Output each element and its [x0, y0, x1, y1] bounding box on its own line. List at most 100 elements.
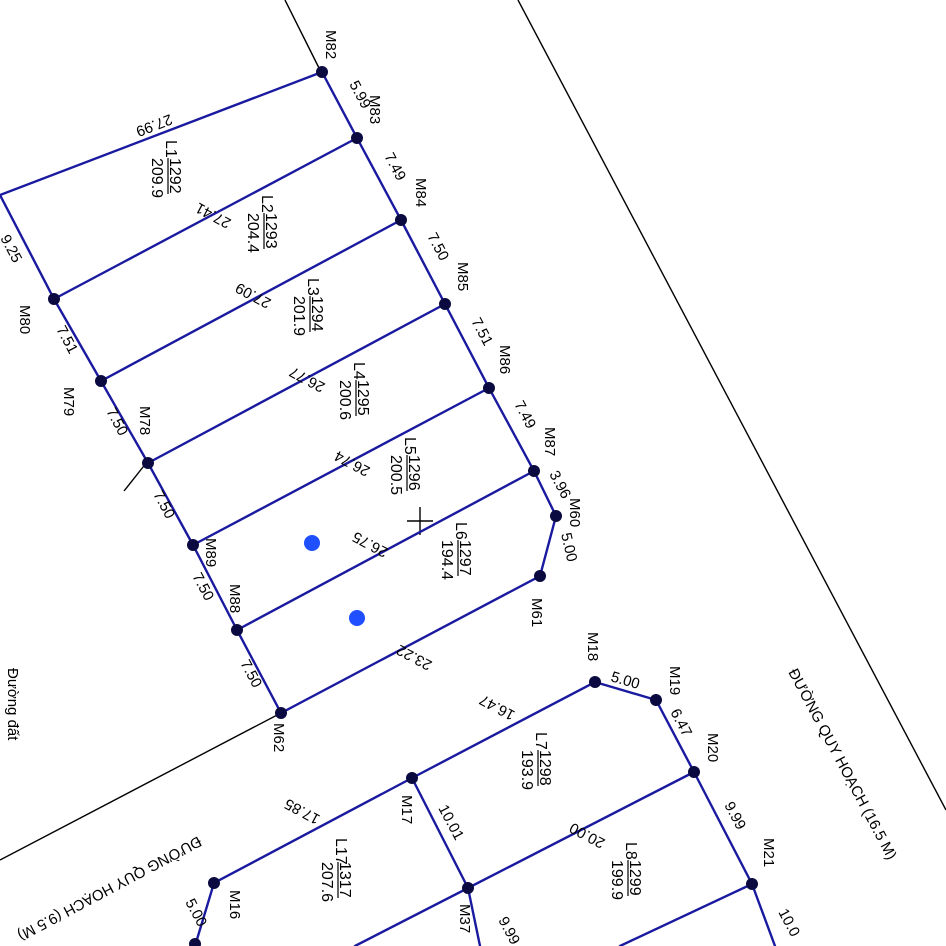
point-label: M79	[60, 387, 77, 416]
lot-divider	[146, 302, 447, 465]
point-label: M87	[541, 427, 558, 456]
lot-area: 209.9	[148, 158, 165, 198]
lot-divider	[191, 386, 491, 547]
point-label: M61	[528, 598, 545, 627]
road-name-side: ĐƯỜNG QUY HOẠCH (9.5 M)	[15, 832, 204, 943]
vertex-point	[48, 293, 60, 305]
dimension-label: 5.00	[609, 669, 642, 693]
road-name-main: ĐƯỜNG QUY HOẠCH (16.5 M)	[784, 666, 899, 863]
dimension-label: 16.47	[477, 691, 518, 724]
road-boundary-line	[123, 461, 148, 492]
dimension-label: 9.99	[720, 799, 749, 833]
block-outline-upper	[0, 70, 558, 715]
vertex-point	[406, 772, 418, 784]
vertex-point	[589, 676, 601, 688]
lot-area: 193.9	[518, 750, 535, 790]
location-marker[interactable]	[304, 535, 320, 551]
dimension-label: 27.41	[193, 199, 234, 232]
lot-parcel: 1293	[262, 213, 279, 249]
lot-parcel: 1294	[308, 296, 325, 332]
dimension-label: 26.77	[287, 363, 328, 396]
dimension-label: 7.51	[467, 315, 496, 349]
lot-parcel: 1317	[336, 862, 353, 898]
lot-name: L5	[401, 437, 418, 455]
lot-name: L6	[452, 522, 469, 540]
point-label: M80	[16, 305, 33, 334]
dimension-label: 26.75	[350, 528, 391, 561]
dimension-label: 7.51	[52, 323, 81, 357]
dimension-label: 5.00	[557, 531, 580, 563]
vertex-point	[351, 132, 363, 144]
lot-area: 200.5	[387, 455, 404, 495]
lot-area: 194.4	[438, 540, 455, 580]
lot-label-L4: L4 1295 200.6	[336, 362, 371, 420]
lot-divider	[466, 770, 696, 890]
lot-divider	[353, 886, 470, 946]
vertex-point	[142, 457, 154, 469]
lot-name: L3	[304, 278, 321, 296]
lot-label-L7: L7 1298 193.9	[518, 732, 553, 790]
dimension-label: 7.50	[188, 570, 217, 604]
vertex-point	[746, 878, 758, 890]
dimension-label: 7.49	[380, 150, 409, 184]
lot-parcel: 1297	[456, 540, 473, 576]
vertex-point	[483, 382, 495, 394]
dimension-label: 20.00	[567, 819, 608, 852]
point-label: M16	[226, 890, 243, 919]
vertex-point	[395, 214, 407, 226]
lot-name: L7	[532, 732, 549, 750]
dimension-label: 23.22	[394, 641, 435, 674]
dimension-label: 7.50	[423, 230, 452, 264]
lot-area: 201.9	[290, 296, 307, 336]
point-label: M86	[496, 345, 513, 374]
dimension-label: 7.49	[510, 398, 539, 432]
lot-name: L4	[350, 362, 367, 380]
road-name-left-fragment: Đường đất	[4, 668, 21, 741]
vertex-point	[650, 694, 662, 706]
point-label: M19	[666, 666, 683, 695]
vertex-point	[189, 938, 201, 946]
road-boundary-line	[0, 712, 282, 861]
lot-label-L2: L2 1293 204.4	[244, 195, 279, 253]
point-label: M18	[584, 632, 601, 661]
vertex-point	[439, 298, 451, 310]
point-label: M17	[398, 795, 415, 824]
lot-name: L8	[622, 842, 639, 860]
lot-parcel: 1295	[354, 380, 371, 416]
dimension-label: 5.00	[181, 896, 210, 930]
lot-label-L1: L1 1292 209.9	[148, 140, 183, 198]
vertex-points	[48, 66, 758, 946]
point-label: M83	[366, 95, 383, 124]
dimension-label: 10.0	[774, 906, 803, 940]
block-outline-lower	[193, 680, 777, 946]
lot-area: 199.9	[608, 860, 625, 900]
lot-divider	[618, 882, 754, 946]
lot-area: 207.6	[318, 862, 335, 902]
lot-divider	[410, 776, 470, 890]
road-boundary-line	[284, 0, 321, 71]
point-label: M21	[760, 838, 777, 867]
lot-parcel: 1296	[405, 455, 422, 491]
dimension-label: 7.50	[236, 657, 265, 691]
vertex-point	[550, 510, 562, 522]
point-label: M78	[136, 406, 153, 435]
point-label: M60	[566, 498, 583, 527]
point-label: M62	[270, 723, 287, 752]
point-label: M84	[412, 178, 429, 207]
location-marker[interactable]	[349, 610, 365, 626]
point-labels: M82 M83 M84 M85 M86 M87 M60 M61 M62 M88 …	[16, 30, 777, 933]
road-boundary-line	[517, 0, 946, 811]
lot-divider	[99, 218, 403, 383]
vertex-point	[208, 877, 220, 889]
dimension-label: 6.47	[666, 706, 695, 740]
vertex-point	[187, 539, 199, 551]
lot-label-L17: L17 1317 207.6	[318, 838, 353, 902]
vertex-point	[462, 882, 474, 894]
vertex-point	[534, 570, 546, 582]
point-label: M20	[704, 733, 721, 762]
lot-label-L6: L6 1297 194.4	[438, 522, 473, 580]
vertex-point	[95, 375, 107, 387]
vertex-point	[316, 66, 328, 78]
point-label: M82	[322, 30, 339, 59]
